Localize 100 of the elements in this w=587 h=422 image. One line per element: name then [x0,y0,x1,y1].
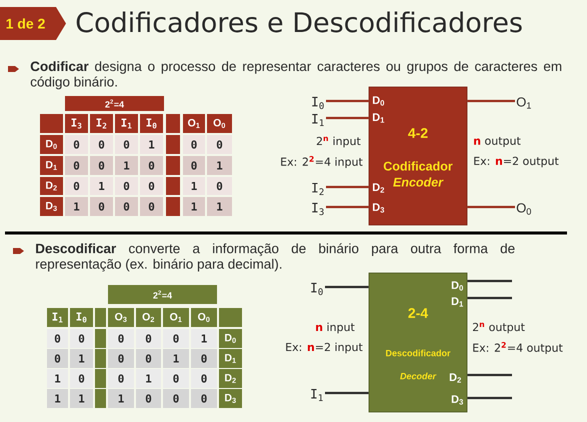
table-cell: 1 [65,197,88,216]
table-cell: 0 [115,197,138,216]
table-cell: 1 [70,389,93,408]
wire [467,280,512,282]
annotation-text: n input [316,322,355,334]
pin-label: D$_{2}$ [372,183,384,193]
header-cell: O$_{1}$ [163,308,189,327]
table-cell: 0 [183,135,205,154]
block-label: Codificador [384,161,453,171]
annotation-text: 2$^{n}$ output [473,322,525,334]
bullet-text: Descodificar converte a informação de binário para outra forma de representação (ex. binário para decimal). [36,243,515,272]
wire [326,186,369,188]
table-cell: 0 [65,135,88,154]
table-cell: 1 [47,369,68,388]
header-cell: I$_{1}$ [47,308,68,327]
wire [467,296,512,300]
table-cell: 0 [140,197,163,216]
table-cell: 1 [90,177,113,195]
header-cell: I$_{2}$ [90,114,113,133]
pin-label: D$_{1}$ [372,113,384,123]
block-label: Descodificador [386,350,450,356]
wire [467,396,512,400]
header-cell: D$_{0}$ [40,135,63,154]
header-cell: D$_{2}$ [40,177,63,195]
header-cell: D$_{3}$ [219,389,242,408]
table-cell: 0 [108,329,134,348]
pin-label: D$_{2}$ [450,373,461,383]
input-label: I$_{0}$ [311,282,323,296]
table-cell: 0 [90,197,113,216]
annotation-text: 2$^{n}$ input [316,136,361,148]
table-cell: 1 [140,135,163,154]
wire [325,392,369,394]
table-cell: 0 [136,349,161,368]
table-cell: 0 [136,329,161,348]
block-label: Encoder [393,177,444,187]
pin-label: D$_{0}$ [452,281,463,291]
table-cell: 0 [163,369,189,388]
table-cell: 0 [47,349,68,368]
block-title: 4-2 [408,128,428,138]
input-label: I$_{0}$ [312,96,324,110]
table-cell: 0 [140,177,163,195]
annotation-text: Ex: n=2 output [474,156,559,168]
table-cell: 0 [207,177,232,195]
table-cell: 0 [65,177,88,195]
input-label: I$_{1}$ [312,114,324,126]
table-cell: 0 [191,349,217,368]
table-cell: 0 [108,349,134,368]
input-label: I$_{1}$ [311,389,323,401]
wire [467,100,515,102]
table-cell: 0 [136,389,161,408]
header-band: 2$^{2}$=4 [108,285,217,304]
header-band: 2$^{2}$=4 [65,96,164,111]
header-cell: O$_{0}$ [191,308,217,327]
table-cell: 0 [140,156,163,175]
wire [326,206,369,208]
table-cell: 0 [90,135,113,154]
header-cell: O$_{0}$ [207,114,232,133]
header-cell: I$_{0}$ [140,114,163,133]
table-cell: 0 [70,329,93,348]
header-cell: I$_{1}$ [115,114,138,133]
input-label: I$_{3}$ [312,202,324,216]
annotation-text: n output [474,137,521,147]
header-cell: D$_{2}$ [219,369,242,388]
table-cell: 1 [47,389,68,408]
table-cell: 0 [65,156,88,175]
annotation-text: Ex: 2$^{2}$=4 output [473,342,563,354]
table-cell: 0 [207,135,232,154]
header-cell: I$_{3}$ [65,114,88,133]
header-cell: O$_{1}$ [183,114,205,133]
annotation-text: Ex: 2$^{2}$=4 input [281,156,363,168]
header-cell: O$_{3}$ [108,308,134,327]
table-cell: 1 [163,349,189,368]
wire [467,374,512,376]
table-cell: 0 [183,156,205,175]
table-cell: 1 [191,329,217,348]
pin-label: D$_{3}$ [372,203,384,213]
title: Codificadores e Descodificadores [76,12,522,32]
pin-label: D$_{0}$ [372,96,384,106]
table-cell: 0 [163,329,189,348]
block-title: 2-4 [408,308,428,318]
header-cell: D$_{0}$ [219,329,242,348]
wire [326,100,369,102]
header-cell: D$_{1}$ [219,349,242,368]
header-cell: I$_{0}$ [70,308,93,327]
wire [326,116,369,120]
table-cell: 1 [207,156,232,175]
table-cell: 1 [183,197,205,216]
table-cell: 1 [108,389,134,408]
page-badge: 1 de 2 [0,7,66,40]
table-cell: 1 [136,369,161,388]
block-label: Decoder [400,372,436,380]
pin-label: D$_{3}$ [452,395,464,405]
table-cell: 1 [115,156,138,175]
table-cell: 1 [183,177,205,195]
table-cell: 0 [191,369,217,388]
table-cell: 1 [207,197,232,216]
table-cell: 0 [70,369,93,388]
header-cell: O$_{2}$ [136,308,161,327]
table-cell: 0 [163,389,189,408]
table-cell: 0 [115,135,138,154]
